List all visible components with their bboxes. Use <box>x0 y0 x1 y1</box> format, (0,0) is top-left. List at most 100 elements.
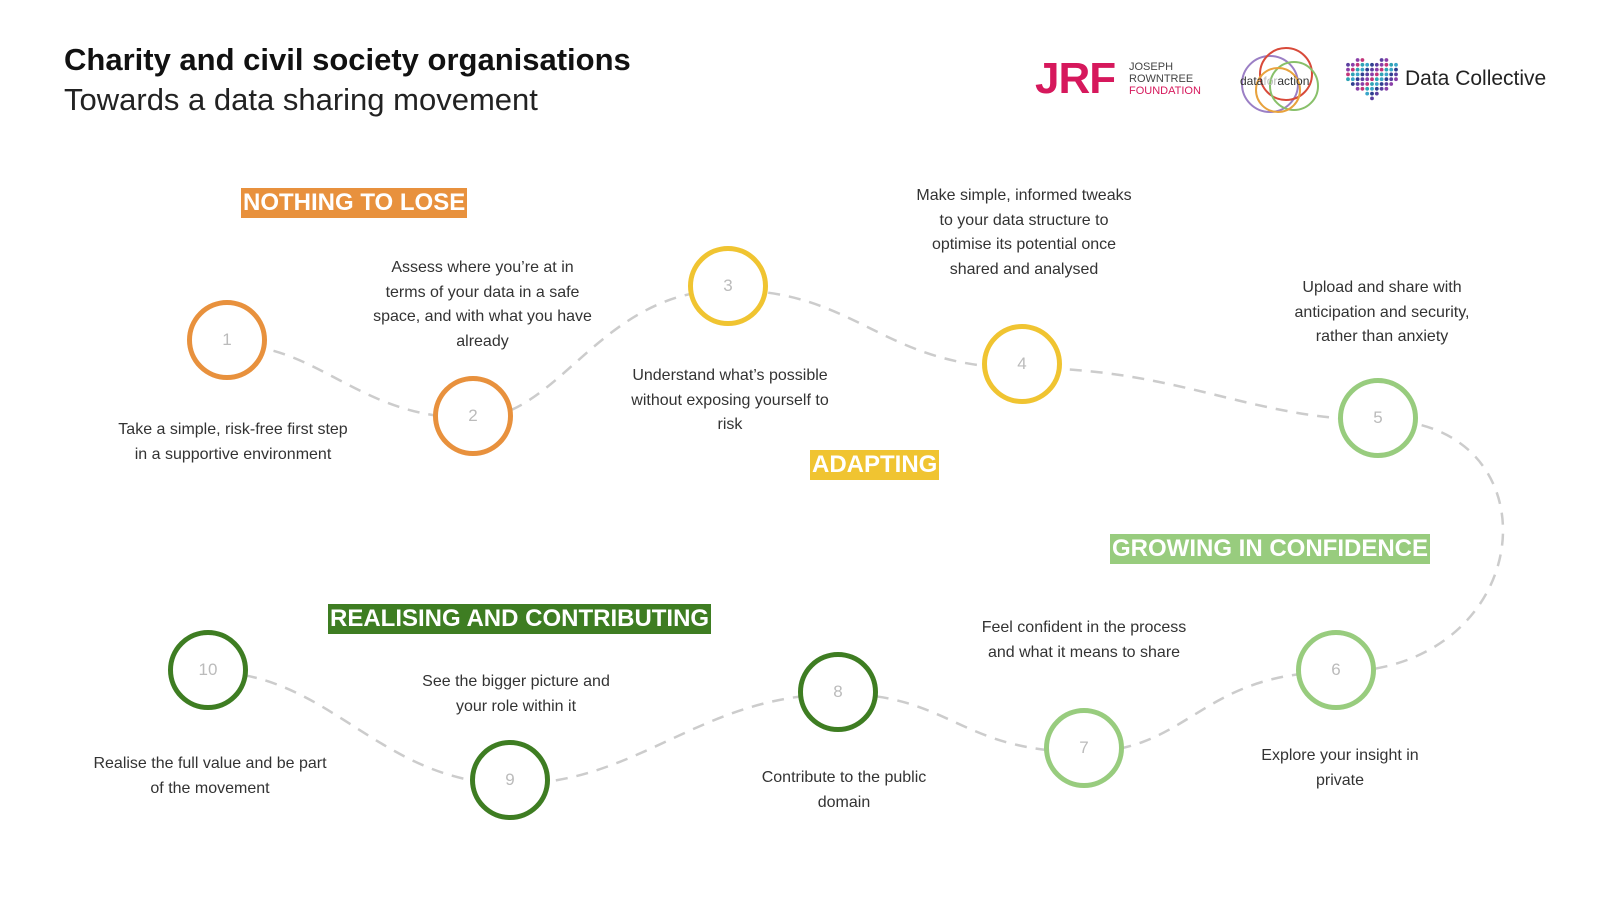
heart-dot <box>1384 67 1389 72</box>
heart-dot <box>1370 91 1374 96</box>
heart-dot <box>1379 86 1384 91</box>
heart-dot <box>1346 67 1350 72</box>
heart-dot <box>1389 67 1394 72</box>
heart-dot <box>1374 62 1379 67</box>
dashed-connector <box>209 288 1505 786</box>
stage-label-realising-and-contributing: REALISING AND CONTRIBUTING <box>328 604 712 634</box>
heart-dot <box>1365 86 1370 91</box>
jrf-logo-mark: JRF <box>1035 54 1116 103</box>
heart-dot <box>1360 62 1365 67</box>
data-for-action-logo-text: dataforaction <box>1240 74 1309 88</box>
step-9-circle: 9 <box>470 740 550 820</box>
heart-dot <box>1350 72 1355 77</box>
heart-dot <box>1384 86 1389 91</box>
step-6-description: Explore your insight in private <box>1261 747 1419 789</box>
jrf-logo-line3: FOUNDATION <box>1129 85 1201 97</box>
heart-dot <box>1355 77 1360 82</box>
heart-dot <box>1365 62 1370 67</box>
heart-dot <box>1370 67 1374 72</box>
heart-dot <box>1379 82 1384 86</box>
heart-dot <box>1389 82 1394 86</box>
heart-dot <box>1346 62 1350 67</box>
heart-dot <box>1384 62 1389 67</box>
heart-dot <box>1384 58 1389 62</box>
heart-dot <box>1384 82 1389 86</box>
heart-dot <box>1360 72 1365 77</box>
dfa-text-data: data <box>1240 74 1264 88</box>
heart-dots-icon <box>1346 58 1398 101</box>
data-collective-logo-text: Data Collective <box>1405 67 1547 90</box>
heart-dot <box>1360 82 1365 86</box>
heart-dot <box>1370 72 1374 77</box>
heart-dot <box>1394 77 1398 82</box>
heart-dot <box>1374 77 1379 82</box>
heart-dot <box>1370 77 1374 82</box>
heart-dot <box>1379 62 1384 67</box>
heart-dot <box>1365 77 1370 82</box>
step-1-circle: 1 <box>187 300 267 380</box>
heart-dot <box>1389 77 1394 82</box>
heart-dot <box>1379 58 1384 62</box>
step-9-description: See the bigger picture and your role wit… <box>422 673 610 715</box>
step-3-description: Understand what’s possible without expos… <box>631 367 829 433</box>
heart-dot <box>1379 67 1384 72</box>
step-2-circle: 2 <box>433 376 513 456</box>
heart-dot <box>1355 82 1360 86</box>
dfa-text-for: for <box>1263 74 1278 88</box>
heart-dot <box>1374 67 1379 72</box>
step-3-circle: 3 <box>688 246 768 326</box>
jrf-logo-text: JOSEPH ROWNTREE FOUNDATION <box>1129 61 1219 97</box>
heart-dot <box>1374 72 1379 77</box>
heart-dot <box>1346 72 1350 77</box>
heart-dot <box>1350 82 1355 86</box>
heart-dot <box>1346 77 1350 82</box>
step-5-circle: 5 <box>1338 378 1418 458</box>
heart-dot <box>1365 91 1370 96</box>
step-10-description: Realise the full value and be part of th… <box>93 755 327 797</box>
heart-dot <box>1360 77 1365 82</box>
stage-label-adapting: ADAPTING <box>810 450 940 480</box>
heart-dot <box>1370 86 1374 91</box>
heart-dot <box>1355 67 1360 72</box>
heart-dot <box>1355 58 1360 62</box>
heart-dot <box>1355 62 1360 67</box>
page-title: Charity and civil society organisations <box>64 42 631 77</box>
heart-dot <box>1350 77 1355 82</box>
heart-dot <box>1379 72 1384 77</box>
step-4-description: Make simple, informed tweaks to your dat… <box>916 187 1132 278</box>
step-8-description: Contribute to the public domain <box>761 769 927 811</box>
heart-dot <box>1394 72 1398 77</box>
heart-dot <box>1394 62 1398 67</box>
stage-label-nothing-to-lose: NOTHING TO LOSE <box>241 188 468 218</box>
heart-dot <box>1360 86 1365 91</box>
heart-dot <box>1355 86 1360 91</box>
heart-dot <box>1370 96 1374 101</box>
step-7-circle: 7 <box>1044 708 1124 788</box>
step-6-circle: 6 <box>1296 630 1376 710</box>
jrf-logo-line2: ROWNTREE <box>1129 73 1194 85</box>
heart-dot <box>1384 72 1389 77</box>
heart-dot <box>1384 77 1389 82</box>
heart-dot <box>1365 67 1370 72</box>
heart-dot <box>1374 91 1379 96</box>
step-8-circle: 8 <box>798 652 878 732</box>
heart-dot <box>1350 67 1355 72</box>
step-4-circle: 4 <box>982 324 1062 404</box>
heart-dot <box>1379 77 1384 82</box>
step-10-circle: 10 <box>168 630 248 710</box>
stage-label-growing-in-confidence: GROWING IN CONFIDENCE <box>1110 534 1430 564</box>
step-1-description: Take a simple, risk-free first step in a… <box>118 421 348 463</box>
jrf-logo-line1: JOSEPH <box>1129 61 1174 73</box>
heart-dot <box>1355 72 1360 77</box>
page-subtitle: Towards a data sharing movement <box>64 82 538 117</box>
step-5-description: Upload and share with anticipation and s… <box>1294 279 1470 345</box>
step-7-description: Feel confident in the process and what i… <box>981 619 1187 661</box>
heart-dot <box>1389 62 1394 67</box>
heart-dot <box>1360 67 1365 72</box>
data-for-action-logo-icon <box>1241 47 1319 113</box>
dfa-text-action: action <box>1277 74 1310 88</box>
heart-dot <box>1374 86 1379 91</box>
heart-dot <box>1360 58 1365 62</box>
